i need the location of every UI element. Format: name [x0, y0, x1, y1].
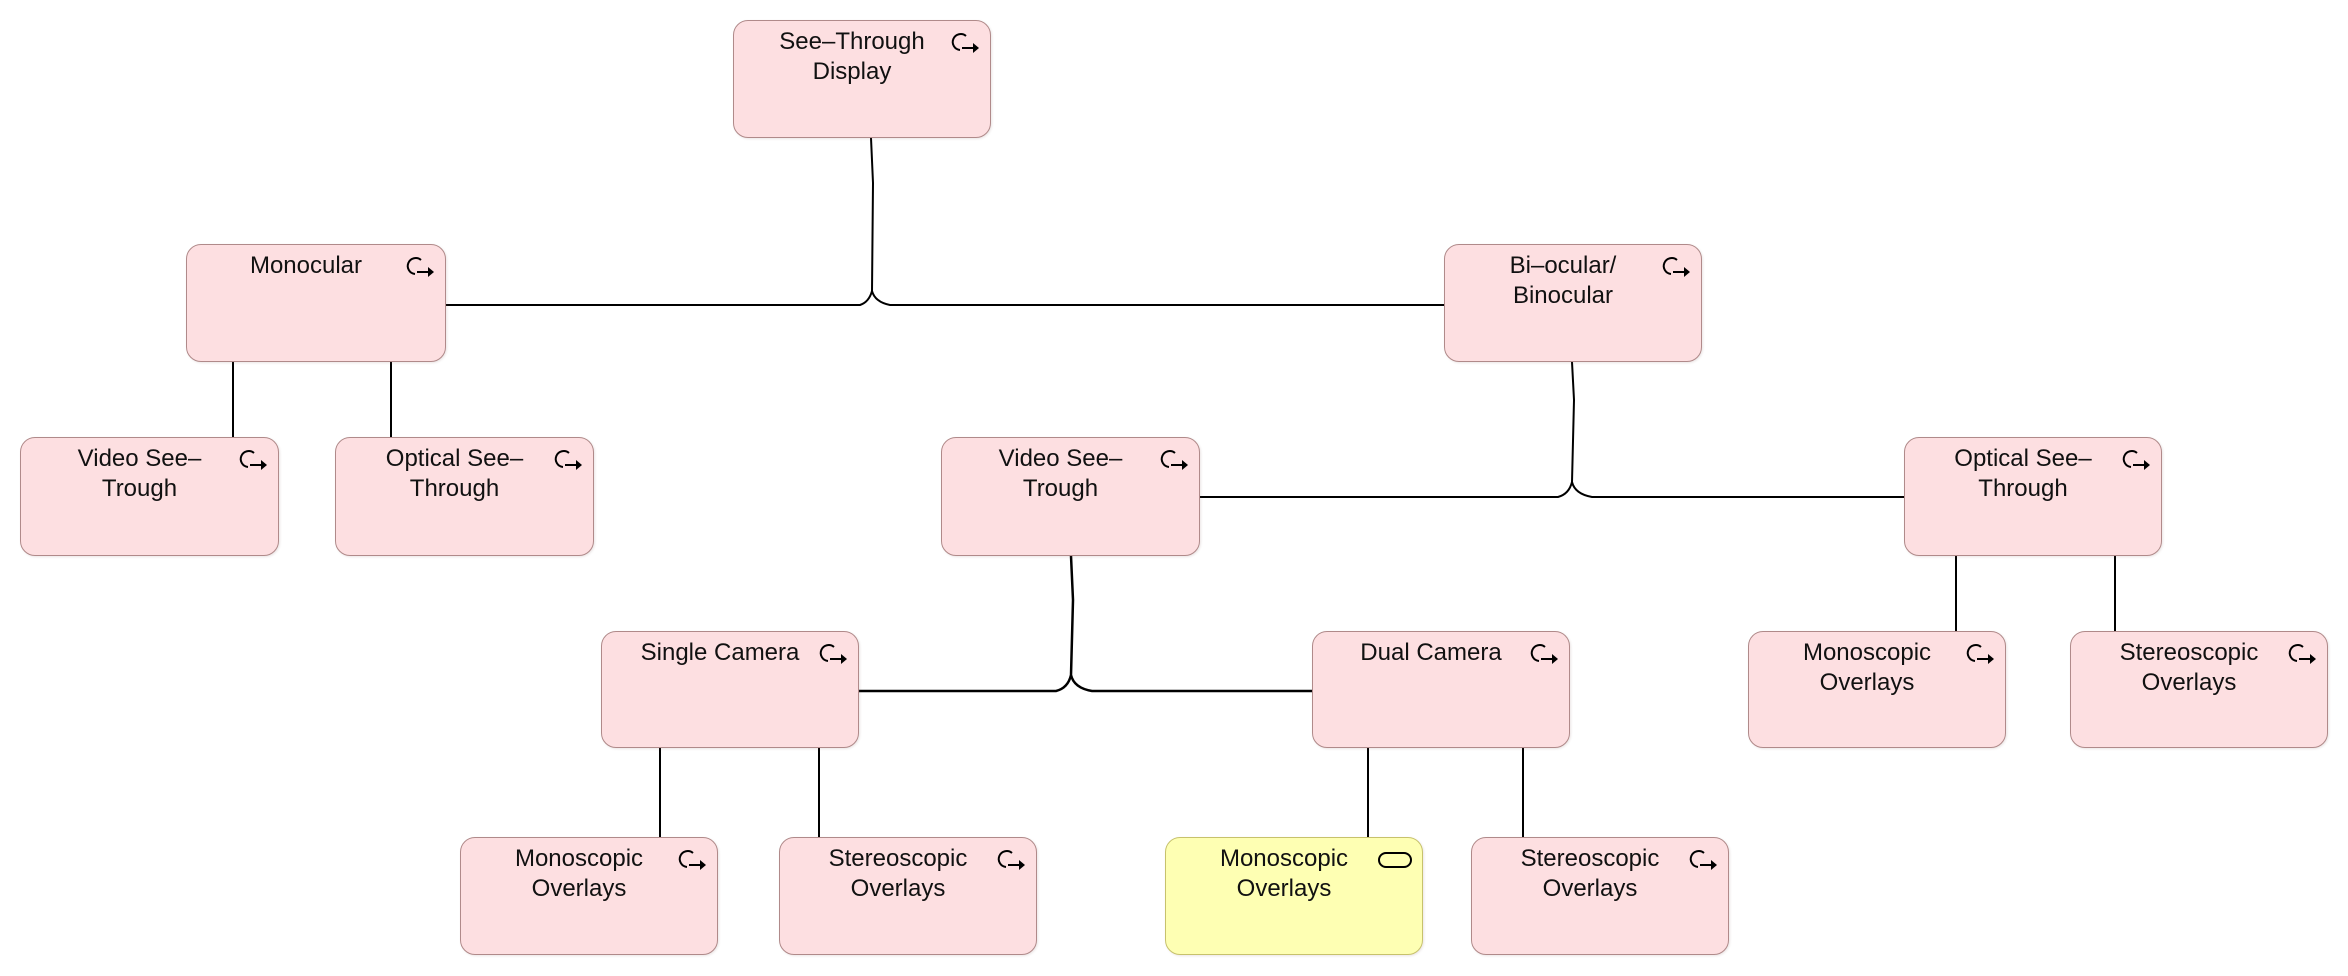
node-monocular-optical-see-through[interactable]: Optical See– Through [335, 437, 594, 556]
process-arrow-icon [819, 644, 847, 664]
edge-binocular-children [1200, 361, 1904, 498]
process-arrow-icon [1530, 644, 1558, 664]
node-optical-monoscopic-overlays[interactable]: Monoscopic Overlays [1748, 631, 2006, 748]
node-dual-camera-stereoscopic-overlays[interactable]: Stereoscopic Overlays [1471, 837, 1729, 955]
node-label: Stereoscopic Overlays [828, 845, 968, 902]
process-arrow-icon [951, 33, 979, 53]
node-label: Stereoscopic Overlays [1520, 845, 1660, 902]
edge-video-cameras [859, 555, 1312, 693]
node-label: Monocular [249, 252, 363, 279]
process-arrow-icon [2288, 644, 2316, 664]
node-label: Video See– Trough [77, 445, 202, 502]
process-arrow-icon [554, 450, 582, 470]
node-dual-camera-monoscopic-overlays[interactable]: Monoscopic Overlays [1165, 837, 1423, 955]
node-monocular[interactable]: Monocular [186, 244, 446, 362]
process-arrow-icon [1662, 257, 1690, 277]
process-arrow-icon [406, 257, 434, 277]
node-optical-stereoscopic-overlays[interactable]: Stereoscopic Overlays [2070, 631, 2328, 748]
node-label: Monoscopic Overlays [1802, 639, 1932, 696]
node-dual-camera[interactable]: Dual Camera [1312, 631, 1570, 748]
node-see-through-display[interactable]: See–Through Display [733, 20, 991, 138]
process-arrow-icon [1689, 850, 1717, 870]
edge-root-monocular-binocular [446, 137, 1444, 306]
process-arrow-icon [1160, 450, 1188, 470]
process-arrow-icon [678, 850, 706, 870]
node-monocular-video-see-through[interactable]: Video See– Trough [20, 437, 279, 556]
process-arrow-icon [2122, 450, 2150, 470]
node-label: Stereoscopic Overlays [2119, 639, 2259, 696]
node-label: See–Through Display [779, 28, 925, 85]
node-binocular[interactable]: Bi–ocular/ Binocular [1444, 244, 1702, 362]
event-rounded-icon [1378, 852, 1412, 868]
process-arrow-icon [1966, 644, 1994, 664]
node-single-camera-stereoscopic-overlays[interactable]: Stereoscopic Overlays [779, 837, 1037, 955]
node-single-camera[interactable]: Single Camera [601, 631, 859, 748]
node-single-camera-monoscopic-overlays[interactable]: Monoscopic Overlays [460, 837, 718, 955]
node-label: Single Camera [640, 639, 800, 666]
node-label: Monoscopic Overlays [514, 845, 644, 902]
node-binocular-video-see-through[interactable]: Video See– Trough [941, 437, 1200, 556]
process-arrow-icon [239, 450, 267, 470]
edge-singlecam-overlays [659, 748, 820, 837]
node-binocular-optical-see-through[interactable]: Optical See– Through [1904, 437, 2162, 556]
node-label: Dual Camera [1360, 639, 1502, 666]
node-label: Monoscopic Overlays [1219, 845, 1349, 902]
edge-optical-overlays [1955, 556, 2116, 631]
node-label: Bi–ocular/ Binocular [1509, 252, 1617, 309]
node-label: Optical See– Through [385, 445, 524, 502]
node-label: Optical See– Through [1954, 445, 2092, 502]
edge-monocular-children [232, 362, 392, 437]
edge-dualcam-overlays [1367, 748, 1524, 837]
node-label: Video See– Trough [998, 445, 1123, 502]
process-arrow-icon [997, 850, 1025, 870]
